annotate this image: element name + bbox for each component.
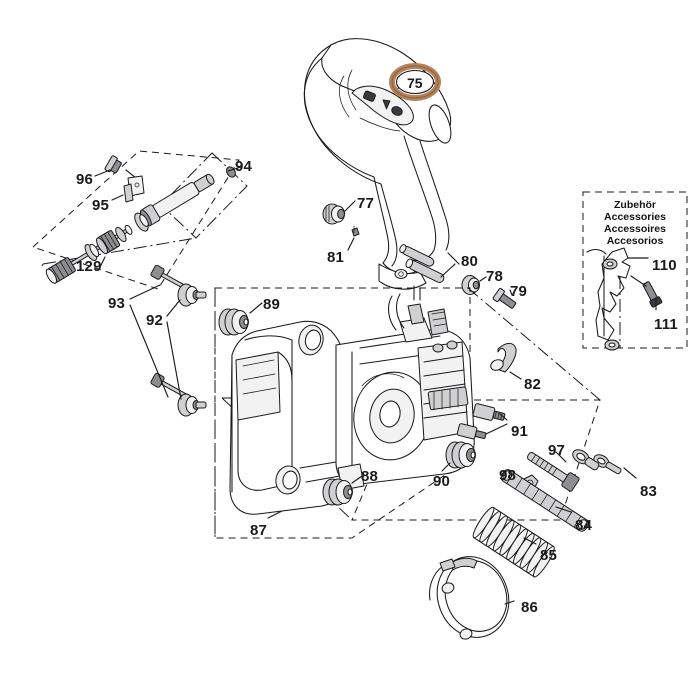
accessories-box-frame bbox=[582, 191, 688, 349]
accessories-title-de: Zubehör bbox=[614, 199, 656, 211]
part-129-shaft-assembly bbox=[45, 212, 149, 284]
callout-label-110[interactable]: 110 bbox=[652, 257, 677, 274]
callout-label-75[interactable]: 75 bbox=[407, 75, 423, 91]
bushing-upper bbox=[177, 283, 207, 307]
part-84-chain-link bbox=[500, 449, 600, 532]
part-92-bushings bbox=[166, 283, 207, 417]
callout-label-97[interactable]: 97 bbox=[548, 442, 566, 459]
callout-label-90[interactable]: 90 bbox=[433, 473, 451, 490]
part-89-bushing bbox=[218, 302, 263, 336]
callout-label-89[interactable]: 89 bbox=[263, 296, 281, 313]
bushing-lower bbox=[177, 393, 207, 417]
part-86-brake-band bbox=[429, 556, 515, 640]
accessories-title-es: Accesorios bbox=[606, 235, 664, 247]
part-80-pins bbox=[399, 244, 460, 283]
accessories-title-fr: Accessoires bbox=[604, 223, 666, 235]
callout-label-83[interactable]: 83 bbox=[640, 483, 658, 500]
callout-label-81[interactable]: 81 bbox=[327, 249, 345, 266]
part-88-bushing bbox=[322, 475, 363, 506]
part-81-clip bbox=[347, 225, 360, 251]
callout-label-85[interactable]: 85 bbox=[540, 547, 558, 564]
callout-label-87[interactable]: 87 bbox=[250, 522, 268, 539]
part-97-screw bbox=[526, 451, 580, 492]
part-96-screw bbox=[94, 155, 137, 179]
part-91-fittings bbox=[456, 403, 508, 440]
callout-label-111[interactable]: 111 bbox=[654, 316, 678, 333]
part-90-bushing bbox=[441, 441, 476, 472]
part-79-screw bbox=[492, 288, 517, 309]
subassembly-129-dashed-box bbox=[32, 150, 240, 290]
part-77-grommet bbox=[322, 200, 356, 225]
engine-housing-87 bbox=[229, 285, 475, 515]
handle-assembly-75 bbox=[303, 38, 452, 290]
callout-label-94[interactable]: 94 bbox=[235, 158, 253, 175]
part-82-lever bbox=[490, 342, 522, 380]
callout-label-86[interactable]: 86 bbox=[521, 599, 539, 616]
callout-label-92[interactable]: 92 bbox=[146, 312, 164, 329]
part-85-coil-spring bbox=[472, 506, 555, 578]
highlight-ring-75 bbox=[389, 63, 441, 101]
accessories-title-en: Accessories bbox=[604, 211, 666, 223]
callout-label-129[interactable]: 129 bbox=[76, 258, 102, 275]
callout-label-88[interactable]: 88 bbox=[361, 468, 379, 485]
callout-label-80[interactable]: 80 bbox=[461, 253, 479, 270]
part-93-bolts bbox=[129, 264, 192, 401]
callout-label-96[interactable]: 96 bbox=[76, 171, 94, 188]
part-110-bar-plate bbox=[586, 247, 649, 351]
part-94-shaft bbox=[140, 166, 242, 227]
callout-label-93[interactable]: 93 bbox=[108, 295, 126, 312]
callout-label-82[interactable]: 82 bbox=[524, 376, 542, 393]
part-95-bracket bbox=[111, 175, 145, 203]
callout-label-77[interactable]: 77 bbox=[357, 195, 375, 212]
callout-label-95[interactable]: 95 bbox=[92, 197, 110, 214]
callout-label-78[interactable]: 78 bbox=[486, 268, 504, 285]
callout-label-79[interactable]: 79 bbox=[510, 283, 528, 300]
part-78-bushing bbox=[461, 275, 487, 295]
callout-label-84[interactable]: 84 bbox=[575, 517, 593, 534]
callout-label-91[interactable]: 91 bbox=[511, 423, 529, 440]
part-111-screw bbox=[630, 275, 663, 311]
callout-label-98[interactable]: 98 bbox=[499, 467, 517, 484]
